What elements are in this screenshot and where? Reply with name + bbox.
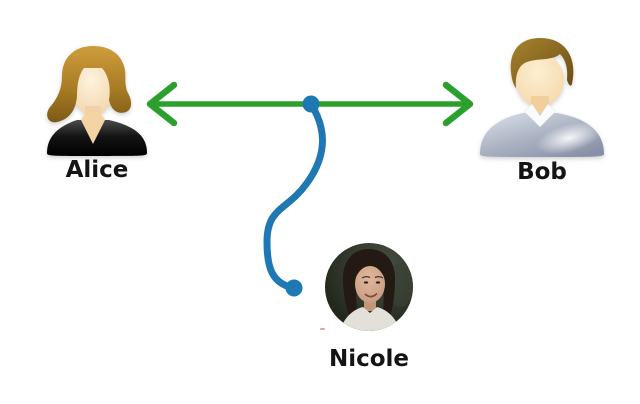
artifact-mark	[320, 328, 325, 330]
bob-label: Bob	[517, 159, 567, 185]
nicole-label: Nicole	[328, 346, 410, 372]
tap-curve	[263, 100, 326, 292]
man-avatar-icon	[480, 38, 604, 157]
arrowhead-left-icon	[146, 81, 178, 127]
woman-avatar-icon	[47, 46, 147, 156]
arrowhead-right-icon	[442, 81, 474, 127]
tap-point-dot	[302, 95, 320, 113]
tap-end-dot	[285, 279, 303, 297]
nicole-tap-line	[263, 95, 326, 297]
nicole-photo-icon	[325, 243, 413, 331]
alice-label: Alice	[65, 157, 129, 183]
node-nicole: Nicole	[324, 243, 414, 371]
node-alice: Alice	[45, 46, 149, 182]
nicole-photo-avatar	[325, 243, 413, 331]
node-bob: Bob	[477, 34, 607, 184]
